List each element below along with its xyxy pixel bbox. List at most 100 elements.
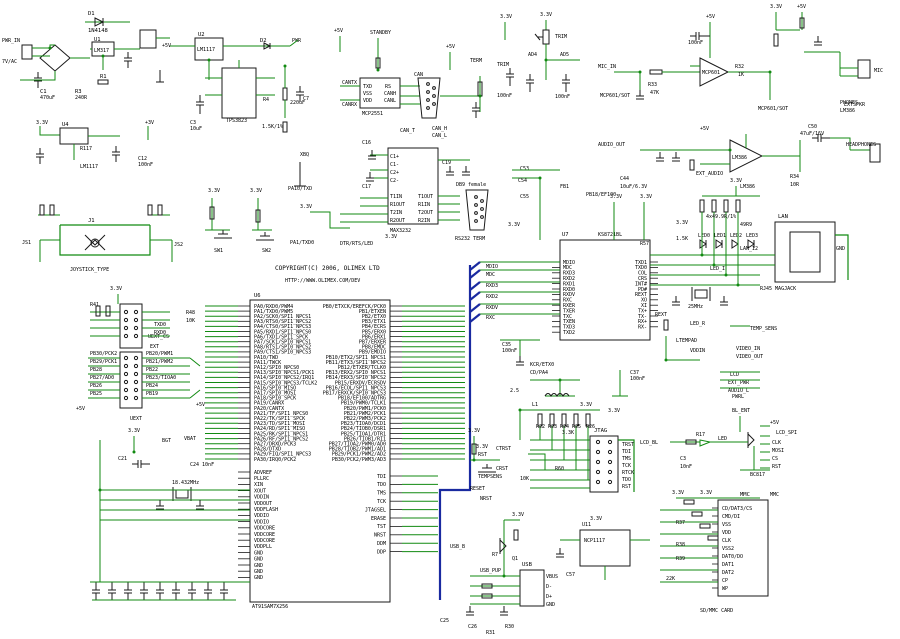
capacitor-rs4 (462, 166, 470, 176)
mcu-pin-left: PA28/DTXD (254, 447, 281, 453)
mcu-pin-right: PB19/PWM0/TCLK1 (341, 401, 386, 407)
decoupling-capacitor (188, 582, 196, 600)
svg-text:PB27/AD0: PB27/AD0 (90, 375, 114, 381)
joystick-ref: J1 (88, 218, 95, 224)
svg-text:VBAT: VBAT (184, 436, 196, 442)
mcu-pin-right: PB23/TIOA0/DCD1 (341, 421, 386, 427)
mcu-part: AT91SAM7X256 (252, 604, 288, 610)
audio-mic-in: MIC_IN (598, 64, 616, 70)
usb-pin-label: D- (546, 584, 552, 590)
svg-text:CAN_T: CAN_T (400, 128, 415, 134)
resistor-r1 (97, 79, 109, 85)
svg-text:3.3V: 3.3V (580, 402, 592, 408)
mcu-pin-left: PA26/RF/SPI1_NPCS2 (254, 436, 308, 442)
led-symbol (715, 239, 723, 249)
mcu-power-pin: VDDIN (254, 495, 269, 501)
svg-text:220uF: 220uF (290, 100, 305, 106)
can-conn-label: CAN (414, 72, 423, 78)
svg-text:JS2: JS2 (174, 242, 183, 248)
svg-text:3.3V: 3.3V (468, 428, 480, 434)
sd-resistor (707, 535, 719, 541)
mcu-power-pin: VDDFLASH (254, 507, 278, 513)
mcu-pin-right: PB3/ETX1 (362, 319, 386, 325)
svg-text:C17: C17 (362, 184, 371, 190)
svg-text:R4: R4 (263, 97, 269, 103)
capacitor-c6 (296, 86, 304, 102)
svg-text:PA10/TXD: PA10/TXD (288, 186, 312, 192)
button-sw2 (256, 232, 274, 241)
mcu-power-pin: ADVREF (254, 470, 272, 476)
svg-text:100nF: 100nF (555, 94, 570, 100)
svg-text:3.3V: 3.3V (770, 4, 782, 10)
sd-pin-label: CMD/DI (722, 514, 740, 520)
capacitor-ca5 (672, 152, 680, 162)
pwr-in-label: PWR_IN (2, 38, 20, 44)
svg-text:R32: R32 (735, 64, 744, 70)
svg-text:CLK: CLK (772, 440, 781, 446)
can-term-label: TERM (470, 58, 482, 64)
svg-text:TRIM: TRIM (555, 34, 567, 40)
svg-text:3.3V: 3.3V (110, 286, 122, 292)
audio-out-label: HEADPHONES (846, 142, 876, 148)
mcu-pin-left: PA15/SPI0_NPCS3/TCLK2 (254, 380, 317, 386)
svg-text:240R: 240R (75, 95, 88, 101)
svg-text:C26: C26 (468, 624, 477, 630)
svg-text:PB22: PB22 (146, 367, 158, 373)
mcu-crystal (172, 487, 192, 501)
mcu-misc-pin: ERASE (371, 516, 386, 522)
svg-text:R23: R23 (548, 424, 557, 430)
svg-text:+5V: +5V (770, 420, 779, 426)
svg-text:1.5K/1%: 1.5K/1% (262, 124, 283, 130)
audio-phones-label: PHONES (840, 100, 858, 106)
svg-text:100nF: 100nF (497, 93, 512, 99)
mcu-power-pins: ADVREFPLLRCXINXOUTVDDINVDDOUTVDDFLASHVDD… (238, 470, 278, 581)
svg-text:TRIM: TRIM (497, 62, 509, 68)
audio-opamp (699, 57, 730, 87)
jtag-signal-label: RTCK (622, 470, 634, 476)
svg-text:18.432MHz: 18.432MHz (172, 480, 199, 486)
mcu-pin-right: PB30/PCK2/PWM3/AD3 (332, 457, 386, 463)
svg-text:47K: 47K (650, 90, 659, 96)
eth-phy-pin: TXC (563, 314, 572, 320)
mcu-pin-right: PB26/TIOB1/RI1 (344, 436, 386, 442)
resistor-r-sw1 (209, 206, 215, 220)
mcu-pin-left: PA30/IRQ0/PCK2 (254, 457, 296, 463)
svg-text:3.3V: 3.3V (730, 178, 742, 184)
mcu-pin-left: PA29/FIQ/SPI1_NPCS3 (254, 452, 311, 458)
eth-led-label: LED3 (746, 233, 758, 239)
eth-phy-pin: TXD0 (635, 265, 647, 271)
decoupling-capacitor (140, 582, 148, 600)
svg-text:C55: C55 (520, 194, 529, 200)
capacitor-c35 (516, 356, 524, 366)
svg-text:C1+: C1+ (390, 154, 399, 160)
mcu-pin-right: PB18/EF100/ADTRG (338, 396, 386, 402)
svg-text:VIDEO_IN: VIDEO_IN (736, 346, 760, 352)
capacitor-eth2 (720, 296, 728, 306)
usb-pup-label: USB_PUP (480, 568, 501, 574)
capacitor-ca1 (636, 90, 644, 100)
lcd-bl-label: LCD_BL (640, 440, 658, 446)
resistor-r-joy4 (157, 204, 163, 216)
svg-text:3.3V: 3.3V (508, 222, 520, 228)
svg-text:TEMPSENS: TEMPSENS (478, 474, 502, 480)
svg-text:C54: C54 (518, 178, 527, 184)
jtag-signal-label: TMS (622, 456, 631, 462)
jtag-signal-label: RST (622, 484, 631, 490)
resistor-ra2 (773, 33, 779, 47)
reset-section: 3.3V RESET NRST RST (468, 428, 500, 502)
usb-connector (519, 569, 545, 607)
sdcard-connector (717, 499, 769, 597)
mcu-ic (249, 299, 391, 603)
svg-text:TXD0: TXD0 (154, 322, 166, 328)
svg-text:MOSI: MOSI (772, 448, 784, 454)
eth-phy-pin: RX+ (638, 319, 647, 325)
svg-text:3.3V: 3.3V (608, 408, 620, 414)
usb-pin-label: VBUS (546, 574, 558, 580)
capacitor-ca3 (814, 36, 822, 46)
svg-text:PB18/EF100: PB18/EF100 (586, 192, 616, 198)
mcu-pin-right: PB4/ECRS (362, 324, 386, 330)
mcu-pin-right: PB20/PWM1/PCK0 (344, 406, 386, 412)
svg-text:C21: C21 (118, 456, 127, 462)
mcu-misc-pin: TDO (377, 482, 386, 488)
svg-text:CANTX: CANTX (342, 80, 357, 86)
